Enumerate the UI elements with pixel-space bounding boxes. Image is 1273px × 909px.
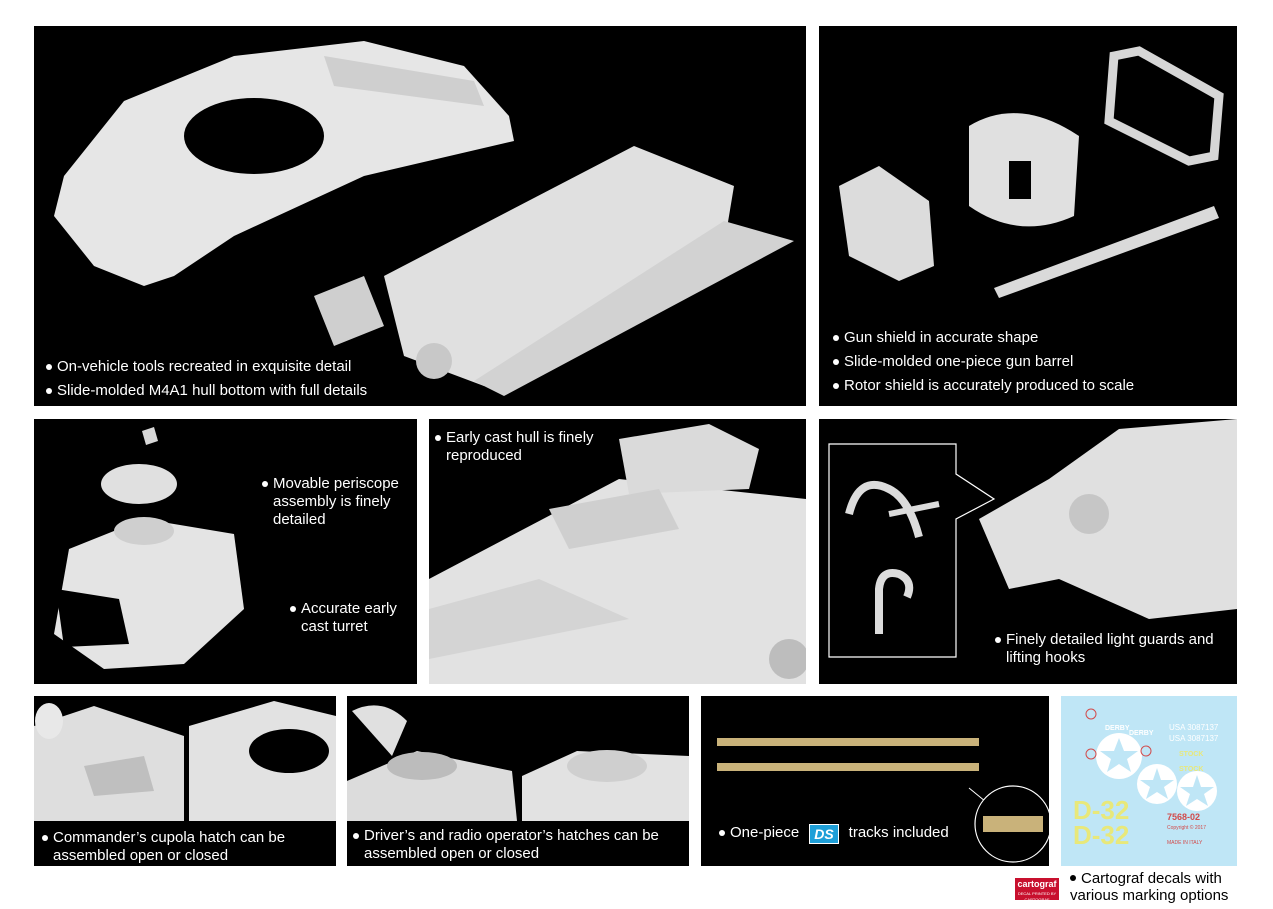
turret-image <box>54 427 244 669</box>
caption-item: Movable periscope assembly is finely det… <box>262 475 412 529</box>
caption-text: Cartograf decals with various marking op… <box>1070 870 1229 904</box>
bullet-icon <box>46 364 52 370</box>
panel-hull-top: On-vehicle tools recreated in exquisite … <box>34 26 806 406</box>
tracks-image <box>717 738 1049 863</box>
decal-text-d32: D-32 <box>1073 795 1130 825</box>
bullet-icon <box>833 335 839 341</box>
caption-text: Movable periscope assembly is finely det… <box>273 475 399 528</box>
bullet-icon <box>995 637 1001 643</box>
panel-cast-hull: Early cast hull is finely reproduced <box>429 419 806 684</box>
bullet-icon <box>833 359 839 365</box>
panel-light-guards: Finely detailed light guards and lifting… <box>819 419 1237 684</box>
hull-caption: On-vehicle tools recreated in exquisite … <box>46 358 367 406</box>
caption-text: Commander’s cupola hatch can be assemble… <box>53 829 286 864</box>
turret-caption: Accurate early cast turret <box>290 600 410 642</box>
ds-logo-icon: DS <box>809 824 839 844</box>
panel-drivers-hatches: Driver’s and radio operator’s hatches ca… <box>347 696 689 866</box>
decal-sheet-image <box>1085 708 1217 811</box>
cast-hull-caption: Early cast hull is finely reproduced <box>435 429 615 471</box>
caption-item: Accurate early cast turret <box>290 600 410 636</box>
hull-image <box>54 41 794 396</box>
tracks-suffix: tracks included <box>848 824 949 841</box>
panel-cupola: Commander’s cupola hatch can be assemble… <box>34 696 336 866</box>
caption-item: Early cast hull is finely reproduced <box>435 429 615 465</box>
caption-item: On-vehicle tools recreated in exquisite … <box>46 358 367 376</box>
decal-made-in: MADE IN ITALY <box>1167 840 1203 846</box>
panel-gun-parts: Gun shield in accurate shape Slide-molde… <box>819 26 1237 406</box>
caption-item: Gun shield in accurate shape <box>833 329 1134 347</box>
decal-text-d32: D-32 <box>1073 820 1130 850</box>
bullet-icon <box>46 388 52 394</box>
gun-parts-image <box>839 46 1224 298</box>
caption-item: Driver’s and radio operator’s hatches ca… <box>353 827 683 863</box>
bullet-icon <box>435 435 441 441</box>
panel-tracks: One-piece DS tracks included <box>701 696 1049 866</box>
drivers-caption: Driver’s and radio operator’s hatches ca… <box>353 827 683 865</box>
gun-caption: Gun shield in accurate shape Slide-molde… <box>833 329 1134 401</box>
bullet-icon <box>42 835 48 841</box>
drivers-hatches-image <box>347 705 689 821</box>
decal-sheet-code: 7568-02 <box>1167 812 1201 822</box>
cast-hull-image <box>429 424 806 684</box>
cartograf-logo: cartograf DECAL PRINTED BY CARTOGRAF <box>1015 878 1059 902</box>
decal-copyright: Copyright © 2017 <box>1167 825 1206 831</box>
caption-text: Rotor shield is accurately produced to s… <box>844 377 1135 394</box>
caption-text: On-vehicle tools recreated in exquisite … <box>57 358 352 375</box>
caption-item: Commander’s cupola hatch can be assemble… <box>42 829 327 865</box>
decals-caption: Cartograf decals with various marking op… <box>1070 870 1250 904</box>
caption-item: Slide-molded M4A1 hull bottom with full … <box>46 382 367 400</box>
periscope-caption: Movable periscope assembly is finely det… <box>262 475 412 535</box>
light-guards-image <box>828 419 1237 658</box>
decal-sheet: DERBY DERBY USA 3087137 USA 3087137 STOC… <box>1061 696 1237 866</box>
decal-text-stock: STOCK <box>1179 766 1204 773</box>
caption-item: One-piece DS tracks included <box>719 824 949 844</box>
logo-text: cartograf <box>1017 879 1057 889</box>
bullet-icon <box>1070 875 1076 881</box>
bullet-icon <box>719 830 725 836</box>
caption-text: Slide-molded one-piece gun barrel <box>844 353 1074 370</box>
caption-text: Early cast hull is finely reproduced <box>446 429 594 464</box>
caption-text: Gun shield in accurate shape <box>844 329 1039 346</box>
bullet-icon <box>353 833 359 839</box>
decal-text-derby: DERBY <box>1129 730 1154 737</box>
tracks-caption: One-piece DS tracks included <box>719 824 949 850</box>
caption-item: Finely detailed light guards and lifting… <box>995 631 1235 667</box>
caption-text: Driver’s and radio operator’s hatches ca… <box>364 827 659 862</box>
caption-text: Finely detailed light guards and lifting… <box>1006 631 1214 666</box>
cupola-caption: Commander’s cupola hatch can be assemble… <box>42 829 327 866</box>
caption-text: Accurate early cast turret <box>301 600 397 635</box>
logo-subtext: DECAL PRINTED BY CARTOGRAF <box>1017 891 1057 902</box>
bullet-icon <box>262 481 268 487</box>
panel-turret: Movable periscope assembly is finely det… <box>34 419 417 684</box>
caption-item: Rotor shield is accurately produced to s… <box>833 377 1134 395</box>
decal-text-serial: USA 3087137 <box>1169 734 1219 743</box>
caption-text: Slide-molded M4A1 hull bottom with full … <box>57 382 368 399</box>
decal-text-serial: USA 3087137 <box>1169 723 1219 732</box>
caption-item: Slide-molded one-piece gun barrel <box>833 353 1134 371</box>
cupola-image <box>34 696 336 821</box>
decal-text-derby: DERBY <box>1105 725 1130 732</box>
bullet-icon <box>290 606 296 612</box>
tracks-prefix: One-piece <box>730 824 800 841</box>
light-guards-caption: Finely detailed light guards and lifting… <box>995 631 1235 673</box>
decal-text-stock: STOCK <box>1179 751 1204 758</box>
bullet-icon <box>833 383 839 389</box>
